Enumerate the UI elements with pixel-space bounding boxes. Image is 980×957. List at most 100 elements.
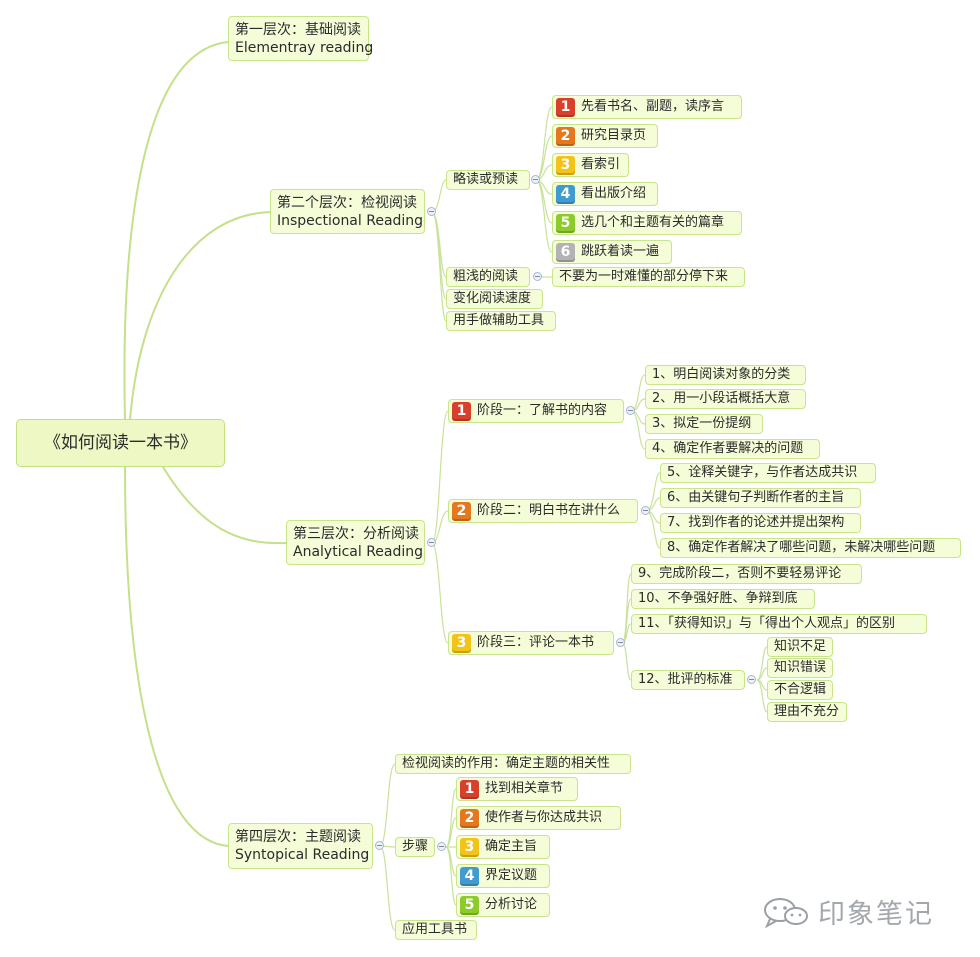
item-text: 10、不争强好胜、争辩到底 [638, 591, 798, 606]
steps-collapse-toggle[interactable] [437, 842, 446, 851]
level1-node[interactable]: 第一层次：基础阅读 Elementray reading [228, 16, 373, 61]
level4-collapse-toggle[interactable] [375, 841, 384, 850]
wechat-icon [764, 897, 808, 928]
level1-title: 第一层次：基础阅读 [235, 21, 361, 38]
skim-node[interactable]: 略读或预读 [446, 170, 530, 190]
skim-step-text: 看索引 [581, 157, 621, 172]
level1-subtitle: Elementray reading [235, 39, 374, 56]
stage1-collapse-toggle[interactable] [626, 406, 635, 415]
item-text: 4、确定作者要解决的问题 [652, 441, 804, 456]
skim-step-2[interactable]: 2 研究目录页 [552, 124, 658, 148]
level2-subtitle: Inspectional Reading [277, 212, 424, 229]
superficial-label: 粗浅的阅读 [453, 269, 519, 284]
criteria-collapse-toggle[interactable] [747, 675, 756, 684]
superficial-node[interactable]: 粗浅的阅读 [446, 267, 530, 287]
level3-node[interactable]: 第三层次：分析阅读 Analytical Reading [286, 520, 425, 565]
skim-step-5[interactable]: 5 选几个和主题有关的篇章 [552, 211, 742, 235]
stage1-item[interactable]: 4、确定作者要解决的问题 [645, 439, 820, 459]
skim-step-1[interactable]: 1 先看书名、副题，读序言 [552, 95, 742, 119]
level2-node[interactable]: 第二个层次：检视阅读 Inspectional Reading [270, 189, 425, 234]
steps-node[interactable]: 步骤 [395, 837, 435, 857]
skim-step-text: 研究目录页 [581, 128, 647, 143]
number-2-icon: 2 [460, 808, 479, 828]
stage1-item[interactable]: 3、拟定一份提纲 [645, 414, 763, 434]
connector-root-level3 [159, 461, 287, 545]
syntopic-step-2[interactable]: 2 使作者与你达成共识 [456, 806, 621, 830]
stage2-node[interactable]: 2 阶段二：明白书在讲什么 [448, 499, 638, 523]
number-6-icon: 6 [556, 242, 575, 262]
stage3-node[interactable]: 3 阶段三：评论一本书 [448, 631, 614, 655]
item-text: 知识不足 [774, 639, 827, 654]
criteria-node[interactable]: 12、批评的标准 [631, 670, 745, 690]
number-5-icon: 5 [556, 213, 575, 233]
stage3-item[interactable]: 10、不争强好胜、争辩到底 [631, 589, 815, 609]
item-text: 11、「获得知识」与「得出个人观点」的区别 [638, 616, 896, 631]
finger-label: 用手做辅助工具 [453, 313, 545, 328]
superficial-note: 不要为一时难懂的部分停下来 [559, 269, 729, 284]
criteria-item[interactable]: 知识错误 [767, 658, 833, 678]
item-text: 6、由关键句子判断作者的主旨 [667, 490, 845, 505]
number-3-icon: 3 [556, 155, 575, 175]
level2-collapse-toggle[interactable] [427, 207, 436, 216]
level4-node[interactable]: 第四层次：主题阅读 Syntopical Reading [228, 823, 373, 869]
evernote-watermark: 印象笔记 [762, 892, 934, 931]
number-1-icon: 1 [452, 401, 471, 421]
stage3-collapse-toggle[interactable] [616, 638, 625, 647]
stage2-item[interactable]: 5、诠释关键字，与作者达成共识 [660, 463, 876, 483]
stage3-item[interactable]: 9、完成阶段二，否则不要轻易评论 [631, 564, 862, 584]
stage3-item[interactable]: 11、「获得知识」与「得出个人观点」的区别 [631, 614, 927, 634]
stage2-item[interactable]: 7、找到作者的论述并提出架构 [660, 513, 861, 533]
skim-step-text: 看出版介绍 [581, 186, 647, 201]
role-node[interactable]: 检视阅读的作用：确定主题的相关性 [395, 754, 631, 774]
syntopic-step-text: 确定主旨 [485, 839, 538, 854]
number-5-icon: 5 [460, 895, 479, 915]
connector-root-level4 [124, 465, 229, 847]
connector-root-level1 [123, 41, 229, 421]
syntopic-step-3[interactable]: 3 确定主旨 [456, 835, 550, 859]
watermark-text: 印象笔记 [818, 899, 934, 930]
criteria-item[interactable]: 知识不足 [767, 637, 833, 657]
syntopic-step-text: 使作者与你达成共识 [485, 810, 603, 825]
item-text: 5、诠释关键字，与作者达成共识 [667, 465, 858, 480]
item-text: 3、拟定一份提纲 [652, 416, 752, 431]
stage2-item[interactable]: 6、由关键句子判断作者的主旨 [660, 488, 861, 508]
stage1-node[interactable]: 1 阶段一：了解书的内容 [448, 399, 624, 423]
syntopic-step-text: 分析讨论 [485, 897, 538, 912]
speed-label: 变化阅读速度 [453, 291, 532, 306]
stage-label: 阶段一：了解书的内容 [477, 403, 608, 418]
item-text: 7、找到作者的论述并提出架构 [667, 515, 845, 530]
number-3-icon: 3 [460, 837, 479, 857]
tools-node[interactable]: 应用工具书 [395, 920, 477, 940]
item-text: 1、明白阅读对象的分类 [652, 367, 791, 382]
item-text: 不合逻辑 [774, 682, 827, 697]
superficial-note-node[interactable]: 不要为一时难懂的部分停下来 [552, 267, 745, 287]
speed-node[interactable]: 变化阅读速度 [446, 289, 543, 309]
skim-step-4[interactable]: 4 看出版介绍 [552, 182, 658, 206]
criteria-item[interactable]: 理由不充分 [767, 702, 847, 722]
stage2-item[interactable]: 8、确定作者解决了哪些问题，未解决哪些问题 [660, 538, 961, 558]
skim-step-text: 先看书名、副题，读序言 [581, 99, 725, 114]
number-1-icon: 1 [460, 779, 479, 799]
number-3-icon: 3 [452, 633, 471, 653]
criteria-item[interactable]: 不合逻辑 [767, 680, 833, 700]
stage1-item[interactable]: 2、用一小段话概括大意 [645, 389, 806, 409]
skim-step-3[interactable]: 3 看索引 [552, 153, 629, 177]
level3-collapse-toggle[interactable] [427, 538, 436, 547]
root-node[interactable]: 《如何阅读一本书》 [16, 419, 225, 467]
syntopic-step-4[interactable]: 4 界定议题 [456, 864, 550, 888]
syntopic-step-1[interactable]: 1 找到相关章节 [456, 777, 578, 801]
skim-step-text: 跳跃着读一遍 [581, 244, 660, 259]
skim-step-6[interactable]: 6 跳跃着读一遍 [552, 240, 672, 264]
stage2-collapse-toggle[interactable] [641, 506, 650, 515]
syntopic-step-5[interactable]: 5 分析讨论 [456, 893, 550, 917]
item-text: 9、完成阶段二，否则不要轻易评论 [638, 566, 842, 581]
syntopic-step-text: 界定议题 [485, 868, 538, 883]
skim-step-text: 选几个和主题有关的篇章 [581, 215, 725, 230]
skim-collapse-toggle[interactable] [531, 175, 540, 184]
item-text: 2、用一小段话概括大意 [652, 391, 791, 406]
number-4-icon: 4 [460, 866, 479, 886]
superficial-collapse-toggle[interactable] [533, 272, 542, 281]
finger-node[interactable]: 用手做辅助工具 [446, 311, 556, 331]
connector-root-level2 [129, 211, 271, 421]
stage1-item[interactable]: 1、明白阅读对象的分类 [645, 365, 806, 385]
